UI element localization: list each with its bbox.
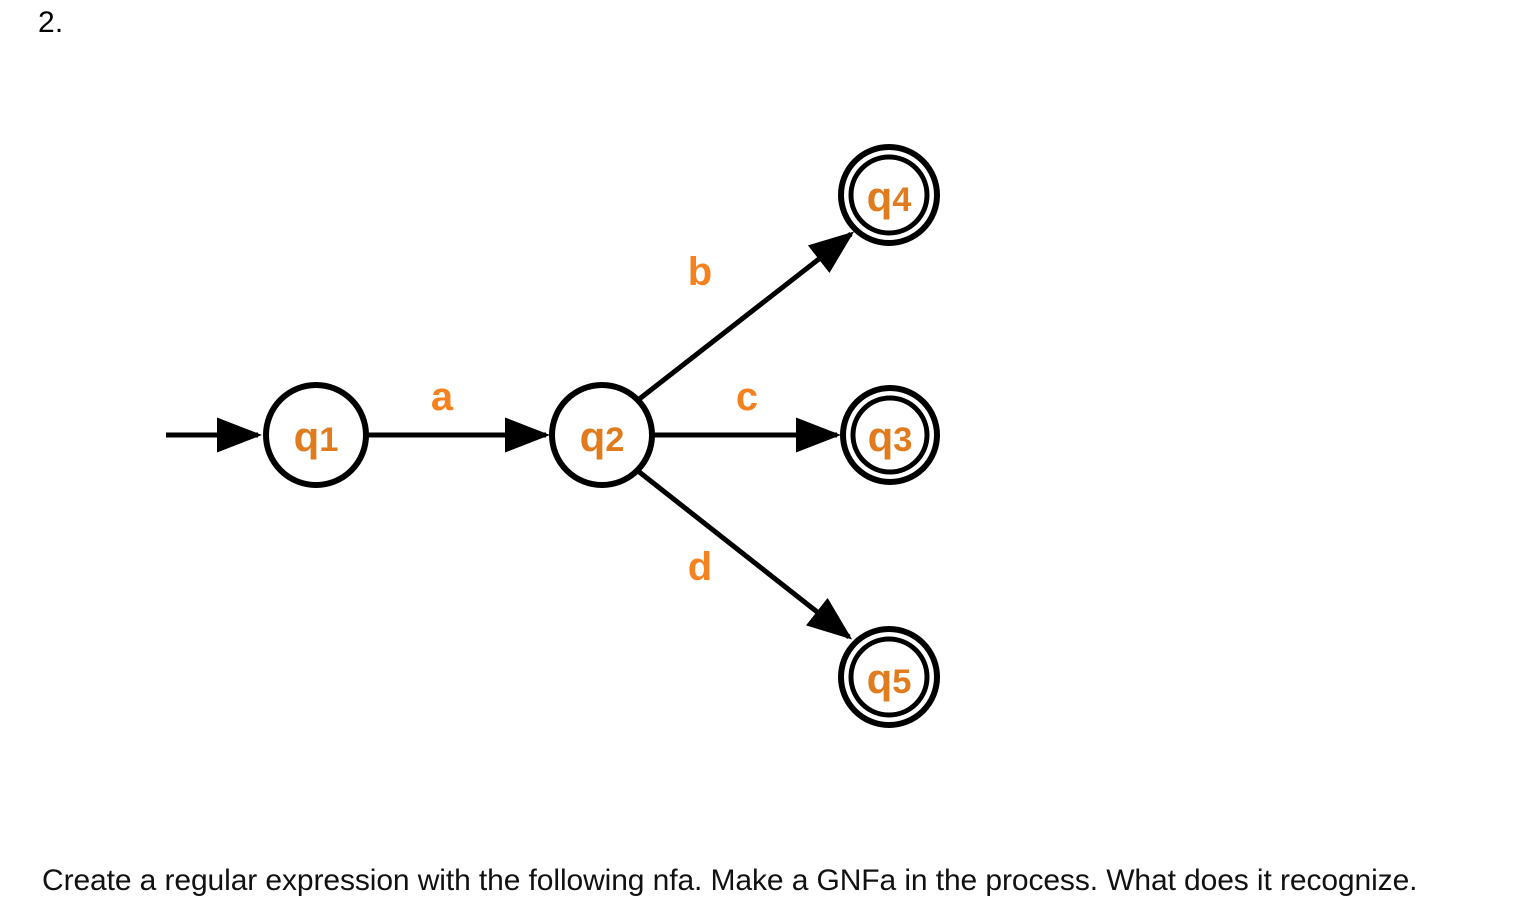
state-q5-label-base: q <box>867 655 893 702</box>
state-q2-label-sub: 2 <box>605 421 624 459</box>
transition-label-c: c <box>736 375 758 419</box>
transition-q2-q3[interactable]: c <box>652 375 842 453</box>
state-q3-label-base: q <box>868 413 894 460</box>
state-q2-circle <box>549 382 655 488</box>
state-q3-label-sub: 3 <box>893 421 912 459</box>
state-q4-label-base: q <box>867 173 893 220</box>
transition-q2-q4-line <box>636 231 855 402</box>
state-node-q2[interactable]: q2 <box>549 382 655 488</box>
state-node-q4[interactable]: q4 <box>838 144 940 246</box>
state-q1-label-sub: 1 <box>319 421 338 459</box>
item-number: 2. <box>38 6 64 39</box>
state-q1-label-base: q <box>294 413 320 460</box>
state-q3-circle-inner <box>850 395 930 475</box>
transition-q2-q5-line <box>636 469 853 640</box>
nfa-state-diagram: a b c d q1 q2 q4 <box>166 144 940 728</box>
state-q1-label: q1 <box>294 413 339 460</box>
question-caption: Create a regular expression with the fol… <box>42 864 1418 897</box>
transition-q1-q2[interactable]: a <box>366 375 551 453</box>
transition-label-a: a <box>431 375 454 419</box>
state-q1-circle <box>263 382 369 488</box>
state-q5-label-sub: 5 <box>892 663 911 701</box>
state-q3-label: q3 <box>868 413 913 460</box>
state-q5-label: q5 <box>867 655 912 702</box>
state-q4-circle-inner <box>848 154 930 236</box>
state-q4-label-sub: 4 <box>892 181 911 219</box>
state-q2-label: q2 <box>580 413 625 460</box>
transition-label-d: d <box>688 545 712 589</box>
state-q5-circle-inner <box>848 636 930 718</box>
transition-label-b: b <box>688 250 712 294</box>
state-node-q1[interactable]: q1 <box>263 382 369 488</box>
state-q2-label-base: q <box>580 413 606 460</box>
state-node-q5[interactable]: q5 <box>838 626 940 728</box>
transition-q2-q5[interactable]: d <box>636 469 853 640</box>
state-node-q3[interactable]: q3 <box>840 385 940 485</box>
state-q4-label: q4 <box>867 173 912 220</box>
transition-q2-q4[interactable]: b <box>636 231 855 402</box>
